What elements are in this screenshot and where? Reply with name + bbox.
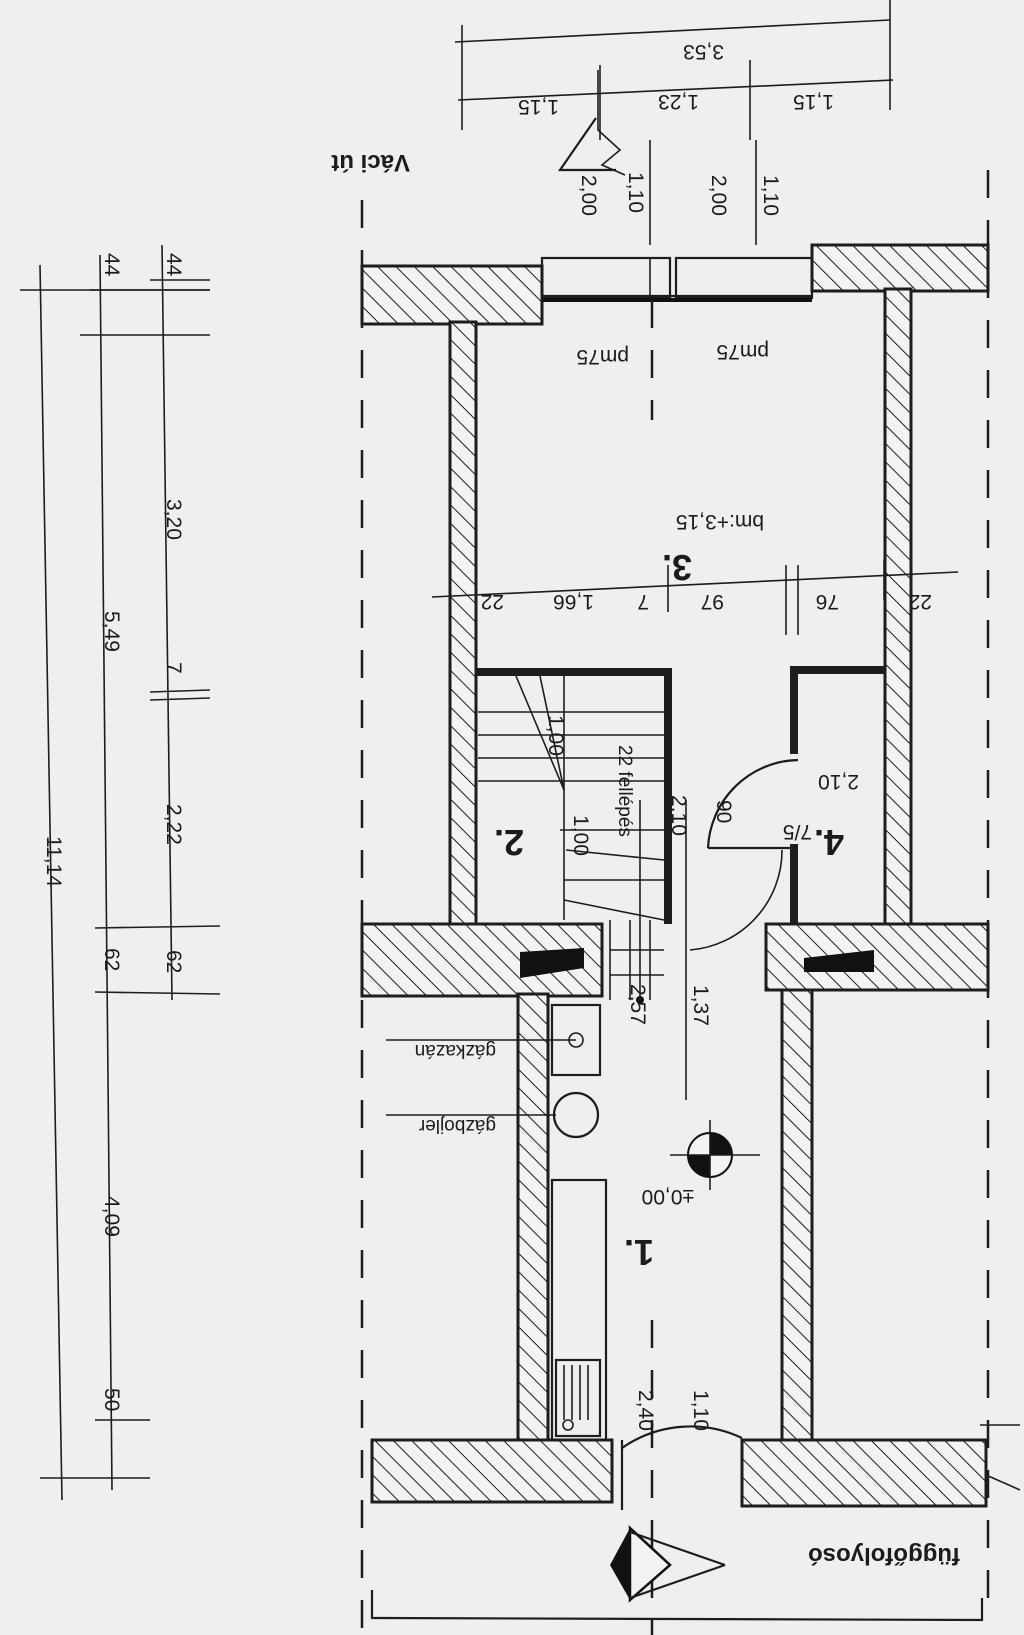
corridor-label: függőfolyosó bbox=[808, 1542, 960, 1569]
dim-left-c2-62: 62 bbox=[100, 948, 123, 971]
dim-left-c1-222: 2,22 bbox=[162, 804, 185, 845]
dim-mid-90: 90 bbox=[712, 800, 735, 823]
dim-mid-22a: 22 bbox=[481, 590, 504, 613]
dim-mid-97: 97 bbox=[701, 590, 724, 613]
dim-window1-height: 2,00 bbox=[577, 175, 600, 216]
dim-left-c2-50: 50 bbox=[100, 1388, 123, 1411]
gas-heater-label: gázbojler bbox=[418, 1115, 496, 1136]
section-marker-bottom-icon bbox=[610, 1525, 726, 1603]
dim-mid-210b: 2,10 bbox=[667, 795, 690, 836]
dim-mid-7: 7 bbox=[637, 590, 649, 613]
dim-top-b: 1,23 bbox=[658, 90, 699, 113]
kitchen-fixtures bbox=[386, 1003, 608, 1442]
room-4-label: 4. bbox=[814, 822, 844, 863]
stairs-label: 22 fellépés bbox=[614, 745, 635, 837]
dim-mid-22b: 22 bbox=[909, 590, 932, 613]
dim-top-c: 1,15 bbox=[793, 90, 834, 113]
dim-mid-137: 1,37 bbox=[689, 985, 712, 1026]
room-2-label: 2. bbox=[494, 822, 524, 863]
dim-left-c1-320: 3,20 bbox=[162, 499, 185, 540]
dim-mid-100a: 1,00 bbox=[544, 715, 567, 756]
dim-left-c2-549: 5,49 bbox=[100, 611, 123, 652]
walls bbox=[360, 243, 990, 1508]
staircase bbox=[478, 675, 665, 1004]
dim-window2-width: 1,10 bbox=[759, 175, 782, 216]
dim-left-c2-44: 44 bbox=[100, 253, 123, 277]
dim-total-width: 3,53 bbox=[683, 40, 724, 63]
dimension-lines bbox=[20, 0, 959, 1501]
dim-left-c1-62: 62 bbox=[162, 950, 185, 973]
dim-mid-76: 76 bbox=[816, 590, 839, 613]
street-label: Váci út bbox=[331, 149, 410, 176]
dim-window2-height: 2,00 bbox=[707, 175, 730, 216]
dim-left-c1-44: 44 bbox=[162, 253, 185, 277]
dim-mid-210a: 2,10 bbox=[818, 770, 859, 793]
fraction-label: 7/5 bbox=[783, 820, 812, 843]
level-upper: bm:+3,15 bbox=[676, 510, 764, 533]
room-3-label: 3. bbox=[662, 547, 692, 588]
street-windows bbox=[540, 256, 814, 302]
pm75-label-b: pm75 bbox=[716, 340, 769, 363]
dim-left-c2-409: 4,09 bbox=[100, 1196, 123, 1237]
pm75-label-a: pm75 bbox=[576, 345, 629, 368]
dim-mid-110: 1,10 bbox=[689, 1390, 712, 1431]
level-marker-icon bbox=[670, 1120, 760, 1190]
gas-boiler-label: gázkazán bbox=[415, 1040, 496, 1061]
dim-mid-240: 2,40 bbox=[634, 1390, 657, 1431]
corridor-edge bbox=[370, 1590, 984, 1622]
dim-window1-width: 1,10 bbox=[624, 172, 647, 213]
section-marker-top-icon bbox=[557, 70, 626, 176]
dim-mid-100b: 1,00 bbox=[569, 815, 592, 856]
labels: 1. 2. 3. 4. ±0,00 bm:+3,15 Váci út függő… bbox=[42, 40, 960, 1569]
dim-top-a: 1,15 bbox=[518, 95, 559, 118]
door-swings bbox=[620, 758, 799, 1510]
level-floor: ±0,00 bbox=[642, 1185, 694, 1208]
dim-mid-257: 2,57 bbox=[626, 984, 649, 1025]
dim-left-c1-7: 7 bbox=[162, 662, 185, 674]
dim-mid-166: 1,66 bbox=[553, 590, 594, 613]
room-1-label: 1. bbox=[624, 1232, 654, 1273]
dim-left-c3-1114: 11,14 bbox=[42, 836, 65, 887]
